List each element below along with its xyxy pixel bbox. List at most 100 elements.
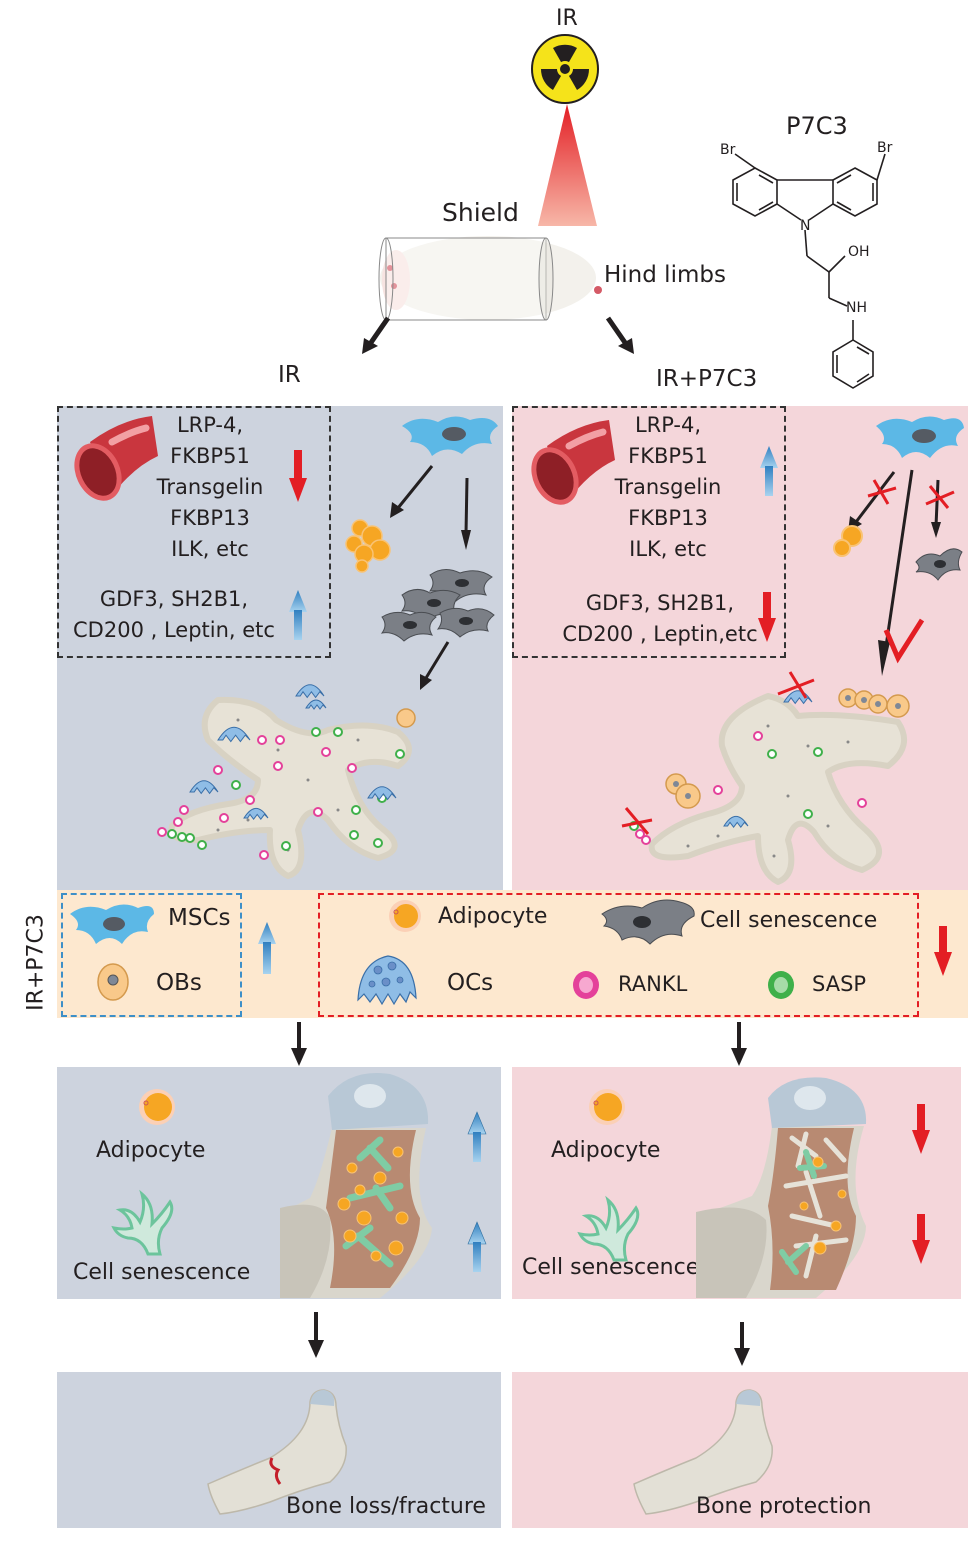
rankl-marker bbox=[157, 827, 167, 837]
legend-label-adipocyte: Adipocyte bbox=[438, 904, 548, 929]
ir-source-label: IR bbox=[556, 6, 578, 31]
gene-label: ILK, etc bbox=[171, 537, 249, 561]
ir-bone-marrow-section bbox=[280, 1072, 432, 1298]
arrow-to-ir-p7c3 bbox=[605, 316, 634, 354]
sasp-marker bbox=[333, 727, 343, 737]
up-arrow-icon bbox=[289, 590, 307, 640]
rankl-marker bbox=[275, 735, 285, 745]
flow-arrow-down bbox=[731, 1022, 747, 1066]
branch-label-ir: IR bbox=[278, 362, 301, 388]
flow-arrow-down bbox=[291, 1022, 307, 1066]
gene-label: FKBP13 bbox=[628, 506, 708, 530]
legend-side-label: IR+P7C3 bbox=[23, 914, 49, 1011]
rankl-marker bbox=[321, 747, 331, 757]
rankl-marker bbox=[179, 805, 189, 815]
rankl-marker bbox=[257, 735, 267, 745]
gene-label: LRP-4, bbox=[176, 413, 244, 437]
p7c3-bone-marrow-section bbox=[696, 1077, 867, 1298]
flow-arrow-down bbox=[308, 1312, 324, 1358]
sasp-marker bbox=[281, 841, 291, 851]
radiation-icon bbox=[531, 34, 599, 104]
sasp-marker bbox=[311, 727, 321, 737]
sasp-marker bbox=[349, 830, 359, 840]
gene-label: LRP-4, bbox=[634, 413, 702, 437]
arrow-to-ir bbox=[362, 316, 391, 354]
sasp-marker bbox=[767, 749, 777, 759]
adipocyte-icon bbox=[389, 900, 421, 932]
rankl-marker bbox=[219, 813, 229, 823]
rankl-marker bbox=[173, 817, 183, 827]
healthy-femur-icon bbox=[633, 1389, 773, 1515]
adipocyte-icon bbox=[139, 1089, 175, 1125]
down-arrow-icon bbox=[934, 926, 952, 976]
sasp-marker bbox=[197, 840, 207, 850]
hind-limbs-label: Hind limbs bbox=[604, 262, 726, 288]
rankl-marker bbox=[245, 795, 255, 805]
osteoblast-marker bbox=[396, 708, 416, 728]
gene-label: Transgelin bbox=[156, 475, 264, 499]
bone-marker-layer bbox=[157, 684, 416, 860]
sasp-marker bbox=[813, 747, 823, 757]
rankl-marker bbox=[347, 763, 357, 773]
sasp-marker bbox=[373, 838, 383, 848]
osteoblast-nucleus bbox=[875, 701, 881, 707]
blocked-cross-mark bbox=[777, 678, 815, 696]
p7c3-structure bbox=[732, 153, 886, 389]
arrow-msc-to-senescent bbox=[461, 477, 471, 550]
ir-genes-down: LRP-4, FKBP51 Transgelin FKBP13 ILK, etc bbox=[100, 410, 320, 565]
approved-arrow-to-osteoblasts bbox=[878, 469, 925, 676]
osteoblast-nucleus bbox=[685, 793, 691, 799]
osteoclast-marker bbox=[243, 807, 269, 821]
gene-label: FKBP51 bbox=[628, 444, 708, 468]
p7c3-genes-up: LRP-4, FKBP51 Transgelin FKBP13 ILK, etc bbox=[558, 410, 778, 565]
gene-label: Transgelin bbox=[614, 475, 722, 499]
blocked-cross-mark bbox=[621, 818, 653, 828]
osteoclast-marker bbox=[189, 780, 219, 795]
gene-label: CD200 , Leptin, etc bbox=[73, 618, 275, 642]
rankl-marker bbox=[213, 765, 223, 775]
down-arrow-icon bbox=[912, 1214, 930, 1264]
osteoclast-marker bbox=[305, 699, 327, 710]
gene-label: FKBP13 bbox=[170, 506, 250, 530]
gene-label: GDF3, SH2B1, bbox=[585, 591, 735, 615]
marrow-adipocyte-label-left: Adipocyte bbox=[96, 1138, 206, 1163]
up-arrow-icon bbox=[467, 1221, 487, 1272]
legend-label-sasp: SASP bbox=[812, 972, 867, 996]
rankl-marker bbox=[713, 785, 723, 795]
atom-br-right: Br bbox=[877, 140, 893, 156]
atom-oh: OH bbox=[848, 244, 870, 260]
rankl-icon bbox=[573, 971, 599, 999]
sasp-marker bbox=[231, 780, 241, 790]
increased-group bbox=[61, 893, 242, 1017]
sasp-marker bbox=[395, 749, 405, 759]
msc-cell-icon bbox=[70, 904, 154, 944]
down-arrow-icon bbox=[289, 450, 307, 502]
sasp-marker bbox=[177, 832, 187, 842]
branch-label-ir-p7c3: IR+P7C3 bbox=[656, 366, 758, 392]
osteoblast-icon bbox=[97, 963, 129, 1001]
rankl-marker bbox=[753, 731, 763, 741]
arrow-senescent-to-bone bbox=[420, 641, 450, 690]
legend-label-mscs: MSCs bbox=[168, 905, 231, 931]
legend-label-rankl: RANKL bbox=[618, 972, 688, 996]
arrow-msc-to-adipocyte bbox=[390, 465, 434, 518]
p7c3-genes-down: GDF3, SH2B1, CD200 , Leptin,etc bbox=[540, 588, 780, 650]
legend-label-cell-senescence: Cell senescence bbox=[700, 908, 878, 933]
p7c3-trabecular-bone bbox=[648, 693, 908, 885]
osteoblast-nucleus bbox=[673, 781, 679, 787]
rankl-marker bbox=[635, 829, 645, 839]
ir-genes-up: GDF3, SH2B1, CD200 , Leptin, etc bbox=[62, 584, 286, 646]
osteoblast-nucleus bbox=[845, 695, 851, 701]
sasp-marker bbox=[803, 809, 813, 819]
gene-label: CD200 , Leptin,etc bbox=[562, 622, 758, 646]
compound-name: P7C3 bbox=[786, 112, 848, 140]
shield-label: Shield bbox=[442, 198, 519, 227]
legend-label-ocs: OCs bbox=[447, 970, 494, 996]
atom-br-left: Br bbox=[720, 142, 736, 158]
gene-label: GDF3, SH2B1, bbox=[99, 587, 249, 611]
osteoclast-marker bbox=[723, 815, 749, 829]
ir-marrow-panel bbox=[57, 1067, 501, 1299]
rankl-marker bbox=[259, 850, 269, 860]
sasp-marker bbox=[351, 805, 361, 815]
legend-band bbox=[57, 890, 968, 1018]
